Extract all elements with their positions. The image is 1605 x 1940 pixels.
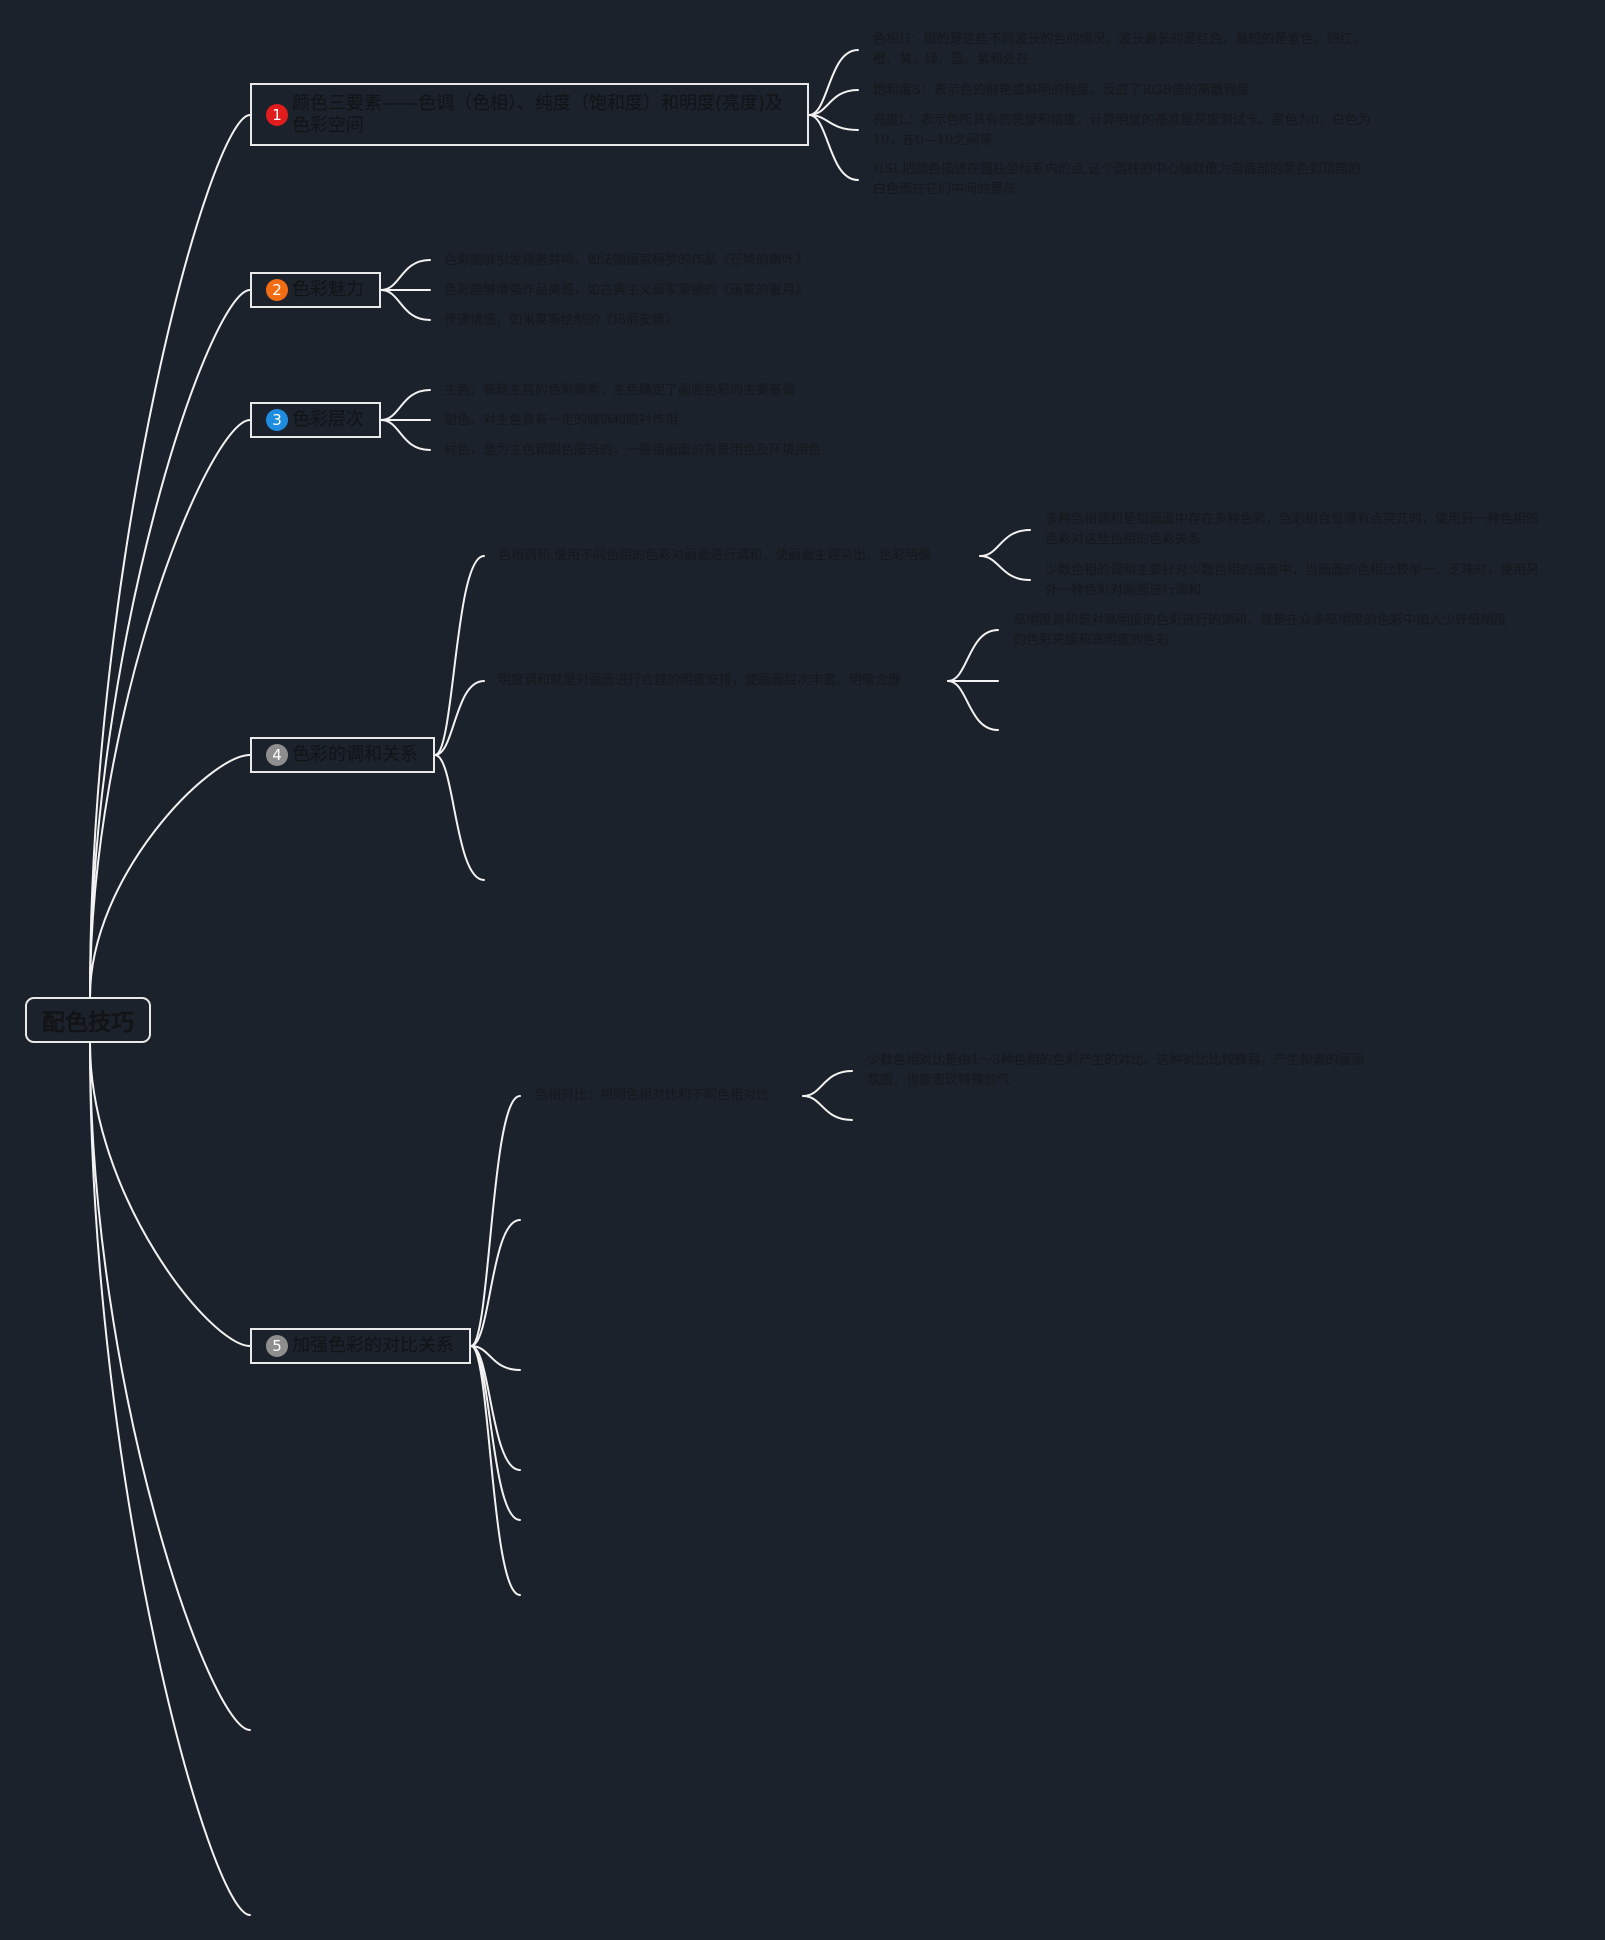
fan-link-4-2 bbox=[434, 680, 485, 756]
branch-label: 加强色彩的对比关系 bbox=[292, 1335, 454, 1356]
number-badge-icon: 2 bbox=[266, 279, 288, 301]
fan-link-5-1-2 bbox=[802, 1095, 853, 1121]
leaf-node-1-4[interactable]: HSL把颜色描述在圆柱坐标系内的点,这个圆柱的中心轴取值为自底部的黑色到顶部的白… bbox=[873, 162, 1362, 197]
fan-link-4-3 bbox=[434, 754, 485, 881]
fan-link-5-1 bbox=[470, 1095, 521, 1347]
fan-link-5-5 bbox=[470, 1345, 521, 1521]
branch-node-5[interactable]: 5 加强色彩的对比关系 bbox=[250, 1328, 471, 1364]
fan-link-1-1 bbox=[808, 49, 859, 116]
fan-link-4-1-1 bbox=[979, 529, 1031, 557]
leaf-node-1-1[interactable]: 色相H：指的是这些不同波长的色的情况。波长最长的是红色，最短的是紫色。把红、橙、… bbox=[873, 32, 1366, 67]
fan-link-3-3 bbox=[380, 419, 431, 451]
branch-node-1[interactable]: 1 颜色三要素——色调（色相）、纯度（饱和度）和明度(亮度)及色彩空间 bbox=[250, 83, 809, 146]
leaf-node-4-2-1[interactable]: 高明度调和是对高明度的色彩进行的调和，就是在众多高明度的色彩中加入少许低明度的色… bbox=[1013, 613, 1508, 648]
fan-link-4-2-3 bbox=[947, 680, 999, 731]
leaf-node-5-1-1[interactable]: 少数色相对比是由1～3种色相的色彩产生的对比。这种对比比较微弱，产生和谐的画面氛… bbox=[867, 1053, 1365, 1088]
fan-link-2-3 bbox=[380, 289, 431, 321]
fan-link-5-1-1 bbox=[802, 1070, 853, 1097]
fan-link-4-1 bbox=[434, 555, 485, 756]
branch-label: 颜色三要素——色调（色相）、纯度（饱和度）和明度(亮度)及色彩空间 bbox=[292, 92, 784, 136]
sub-node-4-2[interactable]: 明度调和就是对画面进行合理的明度安排，使画面层次丰富、明暗合理 bbox=[498, 673, 902, 688]
fan-link-5-6 bbox=[470, 1345, 521, 1596]
number-badge-icon: 5 bbox=[266, 1335, 288, 1357]
leaf-node-2-2[interactable]: 色彩能够增强作品美感，如古典主义画家莱顿的《画家的蜜月》 bbox=[444, 283, 809, 298]
leaf-node-3-2[interactable]: 副色，对主色具有一定的修饰和陪衬作用 bbox=[444, 413, 679, 428]
leaf-node-4-1-1[interactable]: 多种色相调和是指画面中存在多种色彩，色彩组合显得有点突兀时，使用另一种色相的色彩… bbox=[1045, 512, 1540, 547]
fan-link-3-1 bbox=[380, 389, 431, 421]
sub-node-4-1[interactable]: 色相调和,使用不同色相的色彩对画面进行调和，使画面主题突出、色彩明确 bbox=[498, 548, 932, 563]
root-link-6 bbox=[89, 1042, 251, 1731]
branch-node-4[interactable]: 4 色彩的调和关系 bbox=[250, 737, 435, 773]
leaf-node-2-3[interactable]: 传递情感，如米莱斯绘制的《玛丽安娜》 bbox=[444, 313, 679, 328]
fan-link-4-2-1 bbox=[947, 629, 999, 682]
root-link-4 bbox=[89, 754, 251, 998]
sub-node-5-1[interactable]: 色相对比：相同色相对比和不同色相对比 bbox=[535, 1088, 770, 1103]
fan-link-2-1 bbox=[380, 259, 431, 291]
leaf-node-2-1[interactable]: 色彩能够引发观者共鸣，如法国画家柯罗的作品《芒特的嫩叶》 bbox=[444, 253, 809, 268]
branch-label: 色彩层次 bbox=[292, 409, 364, 430]
leaf-node-4-1-2[interactable]: 少数色相的调和主要针对少数色相的画面中，当画面的色相比较单一、乏味时，使用另外一… bbox=[1045, 563, 1540, 598]
root-link-3 bbox=[89, 419, 251, 998]
fan-link-5-2 bbox=[470, 1219, 521, 1347]
branch-label: 色彩的调和关系 bbox=[292, 744, 418, 765]
root-link-7 bbox=[89, 1042, 251, 1916]
leaf-node-3-1[interactable]: 主色，表现主旨的色彩要素，主色确定了画面色彩的主要基调 bbox=[444, 383, 796, 398]
fan-link-1-4 bbox=[808, 114, 859, 181]
root-link-1 bbox=[89, 114, 251, 998]
fan-link-5-3 bbox=[470, 1345, 521, 1371]
number-badge-icon: 1 bbox=[266, 103, 288, 126]
root-link-5 bbox=[89, 1042, 251, 1347]
number-badge-icon: 3 bbox=[266, 409, 288, 431]
branch-node-3[interactable]: 3 色彩层次 bbox=[250, 402, 381, 438]
branch-label: 色彩魅力 bbox=[292, 279, 364, 300]
branch-node-2[interactable]: 2 色彩魅力 bbox=[250, 272, 381, 308]
number-badge-icon: 4 bbox=[266, 744, 288, 766]
leaf-node-1-3[interactable]: 亮度L：表示色所具有的亮度和暗度。计算明度的基准是灰度测试卡。黑色为0，白色为1… bbox=[873, 113, 1371, 148]
leaf-node-1-2[interactable]: 饱和度S：表示色的鲜艳或鲜明的程度。反应了RGB值的离散程度 bbox=[873, 83, 1250, 98]
root-node[interactable]: 配色技巧 bbox=[25, 997, 151, 1043]
fan-link-1-2 bbox=[808, 89, 859, 116]
fan-link-4-1-2 bbox=[979, 555, 1031, 581]
leaf-node-3-3[interactable]: 衬色，是为主色和副色服务的，一般指画面的背景用色及环境用色 bbox=[444, 443, 822, 458]
root-link-2 bbox=[89, 289, 251, 998]
